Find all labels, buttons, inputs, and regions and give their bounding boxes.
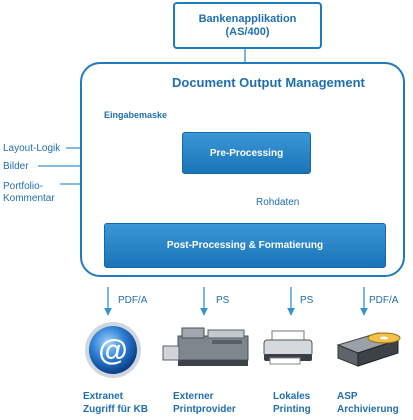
input-portfolio-line1: Portfolio-: [3, 181, 44, 192]
bankenapplikation-box: Bankenapplikation (AS/400): [173, 2, 322, 49]
disk-drive-icon: [336, 332, 401, 367]
output-label-extranet-line1: Extranet: [83, 391, 124, 402]
email-at-icon: @: [85, 322, 141, 378]
output-label-printprovider-line1: Externer: [173, 391, 214, 402]
bankenapplikation-title: Bankenapplikation: [198, 12, 297, 25]
output-label-extranet: Extranet Zugriff für KB: [83, 390, 148, 416]
eingabemaske-title: Eingabemaske: [104, 110, 168, 120]
desktop-printer-icon: [263, 330, 313, 365]
post-processing-label: Post-Processing & Formatierung: [166, 240, 324, 251]
input-portfolio-line2: Kommentar: [3, 193, 55, 204]
pre-processing-box: Pre-Processing: [182, 132, 311, 174]
input-portfolio: Portfolio- Kommentar: [3, 181, 55, 205]
input-layout-logik: Layout-Logik: [3, 143, 61, 154]
output-label-printing-line1: Lokales: [273, 391, 311, 402]
printer-system-icon: [162, 327, 249, 366]
output-format-3: PS: [300, 295, 314, 306]
output-label-archivierung-line1: ASP: [337, 391, 358, 402]
output-label-printprovider: Externer Printprovider: [173, 390, 236, 416]
output-label-printing: Lokales Printing: [273, 390, 311, 416]
output-label-printing-line2: Printing: [273, 404, 311, 415]
post-processing-box: Post-Processing & Formatierung: [104, 223, 386, 268]
output-format-4: PDF/A: [369, 295, 399, 306]
output-format-2: PS: [216, 295, 230, 306]
rohdaten-label: Rohdaten: [256, 197, 300, 208]
pre-processing-label: Pre-Processing: [209, 147, 284, 159]
document-output-title: Document Output Management: [172, 75, 365, 90]
output-label-archivierung: ASP Archivierung: [337, 390, 399, 416]
output-label-printprovider-line2: Printprovider: [173, 404, 236, 415]
output-label-extranet-line2: Zugriff für KB: [83, 404, 148, 415]
output-format-1: PDF/A: [118, 295, 148, 306]
svg-text:@: @: [98, 334, 127, 367]
output-label-archivierung-line2: Archivierung: [337, 404, 399, 415]
bankenapplikation-subtitle: (AS/400): [225, 25, 270, 38]
input-bilder: Bilder: [3, 161, 29, 172]
